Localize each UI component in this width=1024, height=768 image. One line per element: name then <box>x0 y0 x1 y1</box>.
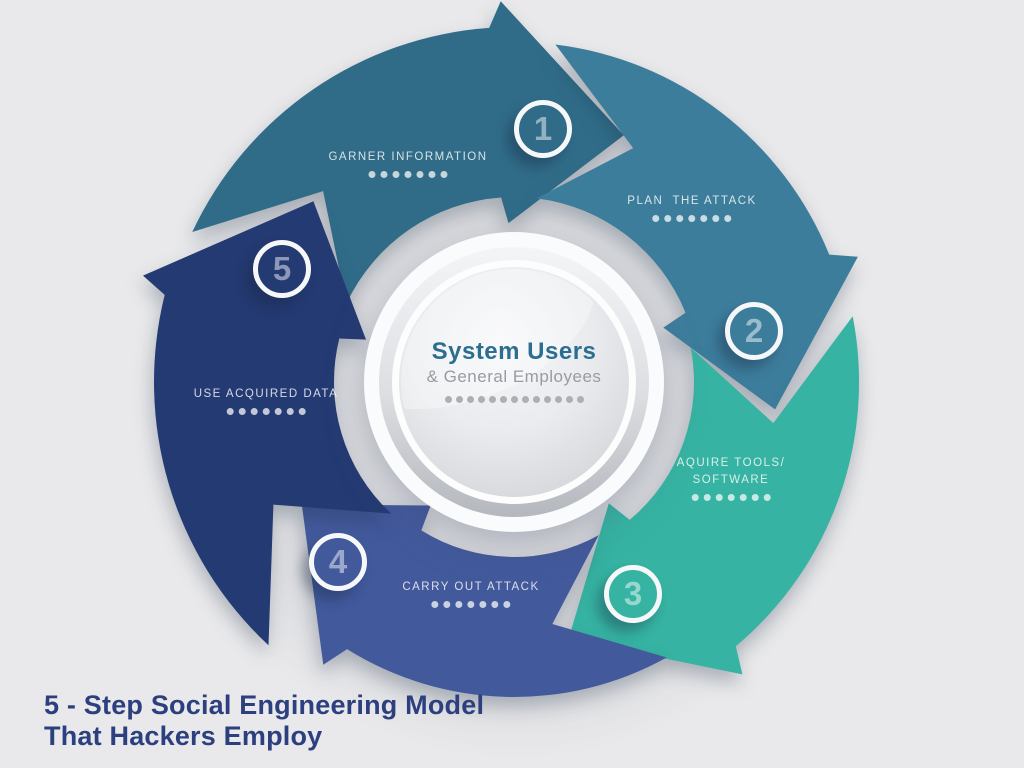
step-5-dots <box>194 408 339 415</box>
dot <box>431 601 439 608</box>
step-5-number: 5 <box>272 249 292 287</box>
dot <box>368 171 376 178</box>
dot <box>455 396 463 403</box>
dot <box>554 396 562 403</box>
dot <box>467 601 475 608</box>
step-4-dots <box>402 601 539 608</box>
dot <box>727 494 735 501</box>
step-3-label-text-line2: SOFTWARE <box>692 474 770 486</box>
dot <box>428 171 436 178</box>
step-1-dots <box>328 171 487 178</box>
dot <box>466 396 474 403</box>
dot <box>250 408 258 415</box>
dot <box>455 601 463 608</box>
step-5-label-text: USE ACQUIRED DATA <box>193 388 339 400</box>
center-dots <box>374 396 654 403</box>
dot <box>274 408 282 415</box>
dot <box>416 171 424 178</box>
step-2-label-text: PLAN THE ATTACK <box>627 195 757 207</box>
dot <box>700 215 708 222</box>
step-2-dots <box>627 215 756 222</box>
center-label: System Users & General Employees <box>374 338 654 403</box>
arrow-step-5 <box>143 201 392 646</box>
center-title: System Users <box>431 338 597 365</box>
step-5-badge: 5 <box>253 240 311 298</box>
caption-line-2: That Hackers Employ <box>44 721 323 751</box>
center-ball-face <box>399 267 629 497</box>
step-1-label: GARNER INFORMATION <box>328 149 487 178</box>
caption: 5 - Step Social Engineering Model That H… <box>44 690 484 752</box>
dot <box>652 215 660 222</box>
dot <box>565 396 573 403</box>
arrow-step-1 <box>192 1 624 304</box>
dot <box>380 171 388 178</box>
dot <box>724 215 732 222</box>
dot <box>576 396 584 403</box>
dot <box>226 408 234 415</box>
dot <box>532 396 540 403</box>
step-1-label-text: GARNER INFORMATION <box>328 151 488 163</box>
caption-line-1: 5 - Step Social Engineering Model <box>44 690 485 720</box>
dot <box>499 396 507 403</box>
step-3-dots <box>677 494 786 501</box>
dot <box>763 494 771 501</box>
dot <box>503 601 511 608</box>
step-4-badge: 4 <box>309 533 367 591</box>
cycle-arrows <box>143 1 860 697</box>
step-5-label: USE ACQUIRED DATA <box>194 386 339 415</box>
dot <box>715 494 723 501</box>
dot <box>739 494 747 501</box>
dot <box>440 171 448 178</box>
dot <box>298 408 306 415</box>
dot <box>543 396 551 403</box>
dot <box>479 601 487 608</box>
dot <box>664 215 672 222</box>
dot <box>510 396 518 403</box>
dot <box>691 494 699 501</box>
arrow-step-4 <box>301 504 667 697</box>
step-3-label-text-line1: AQUIRE TOOLS/ <box>676 457 786 469</box>
dot <box>238 408 246 415</box>
step-2-number: 2 <box>744 311 764 349</box>
dot <box>703 494 711 501</box>
dot <box>404 171 412 178</box>
dot <box>286 408 294 415</box>
step-3-badge: 3 <box>604 565 662 623</box>
dot <box>521 396 529 403</box>
step-2-label: PLAN THE ATTACK <box>627 193 756 222</box>
dot <box>751 494 759 501</box>
dot <box>477 396 485 403</box>
dot <box>488 396 496 403</box>
dot <box>688 215 696 222</box>
step-4-number: 4 <box>328 542 348 580</box>
dot <box>712 215 720 222</box>
dot <box>444 396 452 403</box>
step-1-badge: 1 <box>514 100 572 158</box>
step-3-label: AQUIRE TOOLS/ SOFTWARE <box>677 455 786 501</box>
dot <box>491 601 499 608</box>
step-4-label: CARRY OUT ATTACK <box>402 579 539 608</box>
dot <box>262 408 270 415</box>
center-subtitle: & General Employees <box>426 367 602 386</box>
dot <box>392 171 400 178</box>
dot <box>443 601 451 608</box>
center-ball <box>364 232 664 532</box>
dot <box>676 215 684 222</box>
step-4-label-text: CARRY OUT ATTACK <box>402 581 540 593</box>
step-1-number: 1 <box>533 109 553 147</box>
step-2-badge: 2 <box>725 302 783 360</box>
step-3-number: 3 <box>623 574 643 612</box>
